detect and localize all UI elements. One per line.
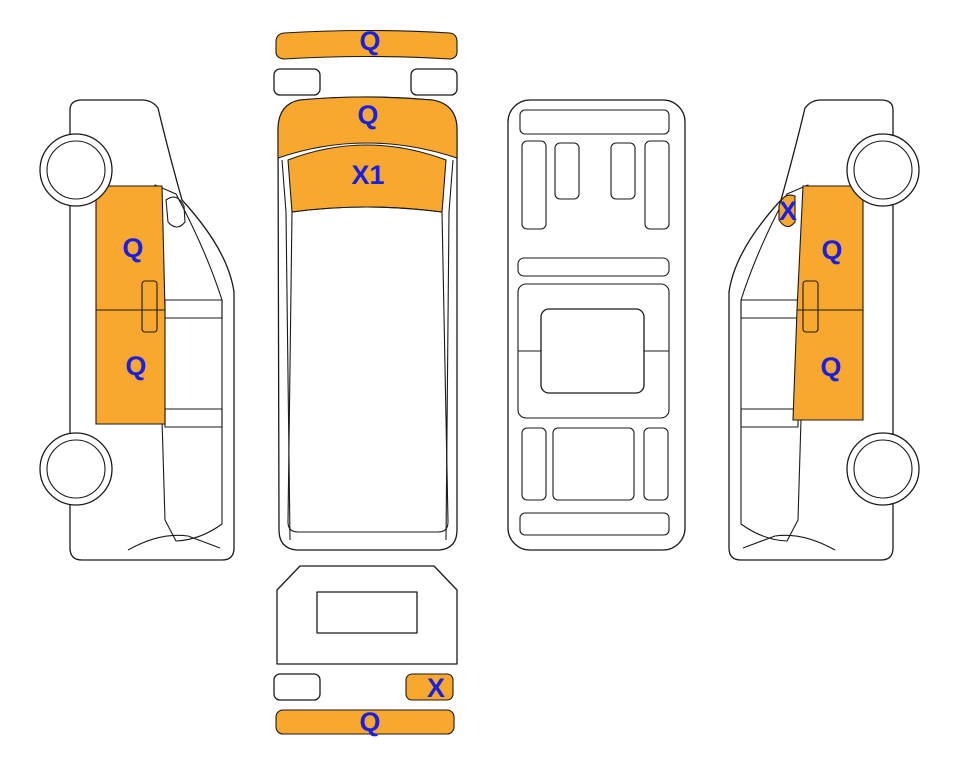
left-door-handle[interactable] — [141, 280, 158, 333]
right-side-rear-step — [742, 534, 836, 551]
hood-code: Q — [357, 100, 378, 130]
left-front-wheel[interactable] — [39, 133, 113, 207]
windshield-code: X1 — [351, 160, 384, 190]
top-view-right-rail — [445, 159, 454, 541]
underbody-cell-1 — [521, 140, 547, 230]
right-mirror-code: X — [779, 196, 797, 226]
right-mirror[interactable] — [778, 194, 796, 228]
rear-light-right-code: X — [427, 673, 445, 703]
underbody-cell-6 — [552, 427, 635, 501]
left-rear-wheel-hub — [46, 439, 106, 499]
left-front-wheel-hub — [46, 140, 106, 200]
left-rear-door-code: Q — [125, 351, 146, 381]
top-view-hood[interactable] — [277, 96, 458, 159]
left-side-rear-step — [127, 534, 221, 551]
top-view: Q X1 — [277, 96, 458, 551]
rear-bumper[interactable] — [275, 709, 455, 735]
right-side-view — [728, 99, 920, 561]
underbody-mid-inner — [540, 308, 645, 394]
front-headlight-left[interactable] — [273, 68, 321, 96]
underbody-cell-2 — [554, 142, 580, 200]
top-view-roof — [287, 206, 449, 533]
left-rear-wheel[interactable] — [39, 432, 113, 506]
front-headlight-right[interactable] — [410, 68, 458, 96]
underbody-front-panel — [519, 109, 670, 135]
right-door-handle[interactable] — [802, 280, 819, 333]
rear-bumper-code: Q — [359, 707, 380, 737]
left-side-window — [165, 196, 186, 228]
left-front-door-code: Q — [122, 233, 143, 263]
left-side-view: Q Q — [39, 99, 235, 561]
rear-light-right[interactable] — [405, 673, 454, 701]
underbody-cell-5 — [521, 427, 547, 501]
underbody-view — [507, 99, 686, 551]
right-rear-door-code: Q — [820, 352, 841, 382]
underbody-cell-7 — [643, 427, 669, 501]
right-front-wheel-hub — [853, 140, 913, 200]
underbody-crossbar — [517, 257, 670, 277]
front-bumper-code: Q — [359, 26, 380, 56]
front-bumper[interactable] — [275, 29, 458, 60]
right-front-wheel[interactable] — [846, 133, 920, 207]
rear-light-left[interactable] — [273, 673, 321, 701]
underbody-cell-4 — [644, 140, 670, 230]
top-view-left-rail — [281, 159, 291, 541]
underbody-rear-panel — [519, 512, 670, 536]
underbody-cell-3 — [610, 142, 636, 200]
front-bumper-group: Q — [275, 26, 458, 60]
right-rear-wheel-hub — [853, 439, 913, 499]
right-rear-door[interactable] — [792, 309, 864, 421]
rear-window — [316, 591, 418, 634]
rear-view: X Q — [273, 565, 458, 737]
right-front-door-code: Q — [821, 235, 842, 265]
right-rear-wheel[interactable] — [846, 432, 920, 506]
